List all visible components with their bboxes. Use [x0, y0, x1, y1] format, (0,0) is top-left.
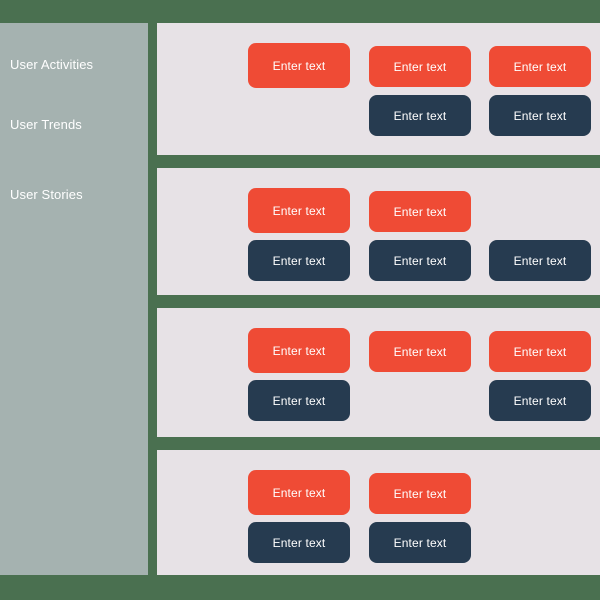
enter-text-button-navy[interactable]: Enter text — [248, 240, 350, 281]
sidebar-item-user-stories[interactable]: User Stories — [10, 185, 144, 205]
button-label: Enter text — [272, 485, 326, 500]
button-label: Enter text — [272, 58, 326, 73]
enter-text-button-navy[interactable]: Enter text — [369, 240, 471, 281]
bottom-background-bar — [0, 575, 600, 600]
enter-text-button-red[interactable]: Enter text — [489, 331, 591, 372]
enter-text-button-red[interactable]: Enter text — [369, 191, 471, 232]
enter-text-button-red[interactable]: Enter text — [248, 188, 350, 233]
enter-text-button-red[interactable]: Enter text — [248, 470, 350, 515]
enter-text-button-red[interactable]: Enter text — [489, 46, 591, 87]
enter-text-button-navy[interactable]: Enter text — [489, 95, 591, 136]
button-label: Enter text — [513, 344, 567, 359]
button-label: Enter text — [513, 253, 567, 268]
button-label: Enter text — [393, 59, 447, 74]
content-panel: Enter text Enter text Enter text Enter t… — [157, 308, 600, 437]
enter-text-button-red[interactable]: Enter text — [369, 331, 471, 372]
enter-text-button-navy[interactable]: Enter text — [369, 95, 471, 136]
enter-text-button-red[interactable]: Enter text — [248, 328, 350, 373]
content-panel: Enter text Enter text Enter text Enter t… — [157, 450, 600, 575]
sidebar-item-label: User Trends — [10, 117, 82, 132]
sidebar: User Activities User Trends User Stories — [0, 23, 148, 575]
enter-text-button-red[interactable]: Enter text — [369, 46, 471, 87]
button-label: Enter text — [393, 204, 447, 219]
button-label: Enter text — [513, 393, 567, 408]
button-label: Enter text — [393, 253, 447, 268]
sidebar-item-label: User Activities — [10, 57, 94, 72]
button-label: Enter text — [393, 108, 447, 123]
sidebar-item-user-trends[interactable]: User Trends — [10, 115, 144, 135]
button-label: Enter text — [393, 486, 447, 501]
enter-text-button-navy[interactable]: Enter text — [248, 380, 350, 421]
enter-text-button-red[interactable]: Enter text — [248, 43, 350, 88]
button-label: Enter text — [393, 535, 447, 550]
button-label: Enter text — [272, 393, 326, 408]
button-label: Enter text — [272, 343, 326, 358]
enter-text-button-red[interactable]: Enter text — [369, 473, 471, 514]
button-label: Enter text — [393, 344, 447, 359]
button-label: Enter text — [513, 59, 567, 74]
enter-text-button-navy[interactable]: Enter text — [489, 240, 591, 281]
enter-text-button-navy[interactable]: Enter text — [248, 522, 350, 563]
content-panel: Enter text Enter text Enter text Enter t… — [157, 23, 600, 155]
button-label: Enter text — [272, 203, 326, 218]
button-label: Enter text — [513, 108, 567, 123]
button-label: Enter text — [272, 535, 326, 550]
button-label: Enter text — [272, 253, 326, 268]
sidebar-item-user-activities[interactable]: User Activities — [10, 55, 144, 75]
top-background-bar — [0, 0, 600, 23]
enter-text-button-navy[interactable]: Enter text — [369, 522, 471, 563]
sidebar-item-label: User Stories — [10, 187, 83, 202]
content-panel: Enter text Enter text Enter text Enter t… — [157, 168, 600, 295]
enter-text-button-navy[interactable]: Enter text — [489, 380, 591, 421]
